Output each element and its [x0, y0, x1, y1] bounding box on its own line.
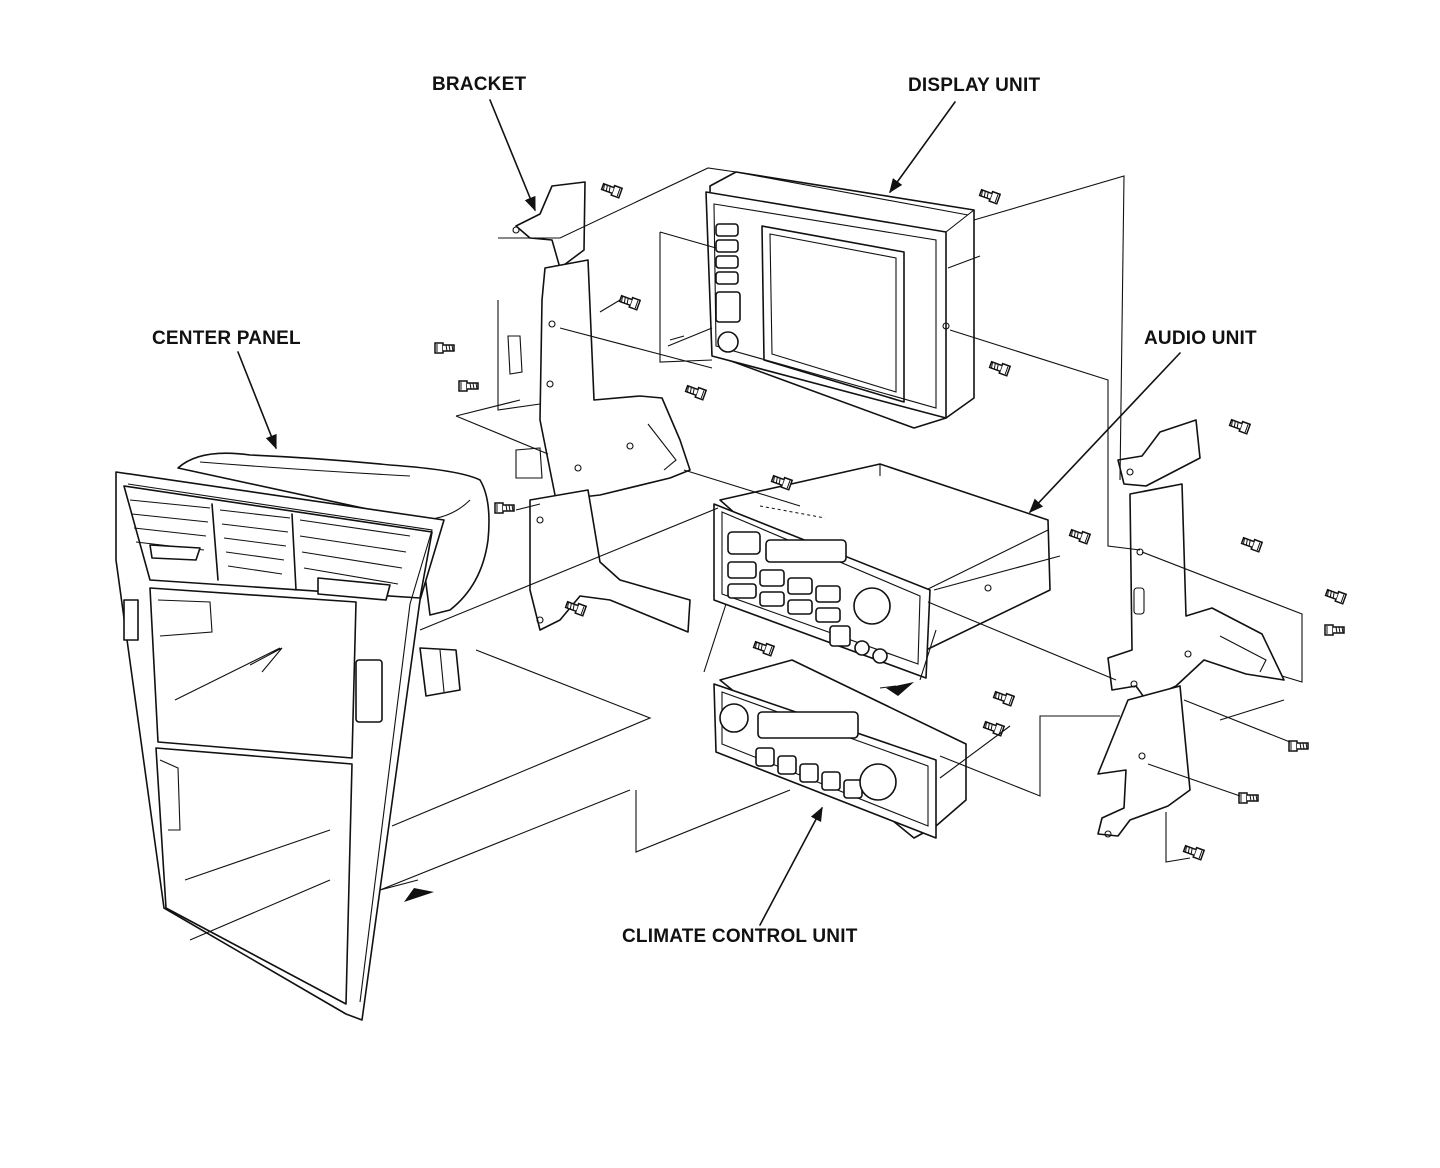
arrow-icon — [886, 682, 914, 696]
screw-icon — [1238, 792, 1259, 804]
climate-control-unit-label: CLIMATE CONTROL UNIT — [622, 926, 858, 947]
screw-icon — [982, 719, 1005, 737]
vent-louvers — [129, 499, 411, 601]
leader-arrows — [237, 99, 1181, 926]
display-unit-label: DISPLAY UNIT — [908, 75, 1041, 96]
audio-unit-label: AUDIO UNIT — [1144, 328, 1257, 349]
screw-icon — [600, 181, 623, 199]
screw-icon — [988, 359, 1011, 377]
assembly-lines — [379, 167, 1303, 902]
audio-unit-leader — [1029, 352, 1181, 514]
screw-icon — [494, 502, 515, 514]
screw-icon — [1182, 843, 1205, 861]
bracket-leader — [489, 99, 536, 212]
climate-control-unit-leader — [759, 806, 823, 926]
climate-control-unit — [713, 659, 967, 839]
arrow-icon — [404, 888, 434, 902]
screw-icon — [618, 293, 641, 311]
center-panel — [115, 452, 490, 1021]
screw-icon — [1068, 527, 1091, 545]
audio-unit — [713, 463, 1051, 679]
screw-icon — [978, 187, 1001, 205]
center-panel-leader — [237, 351, 277, 450]
screw-icon — [752, 639, 775, 657]
display-unit — [705, 171, 975, 429]
display-unit-leader — [889, 101, 956, 194]
bracket-right — [1097, 419, 1285, 838]
screw-icon — [992, 689, 1015, 707]
screw-icon — [1288, 740, 1309, 752]
screw-icon — [1324, 624, 1345, 636]
bracket-label: BRACKET — [432, 74, 527, 95]
screw-icon — [1324, 587, 1347, 605]
bracket-left — [507, 181, 691, 633]
screw-icon — [458, 380, 479, 392]
screw-icon — [1228, 417, 1251, 435]
screw-icon — [684, 383, 707, 401]
screw-icon — [1240, 535, 1263, 553]
screw-icon — [434, 342, 455, 354]
center-panel-label: CENTER PANEL — [152, 328, 301, 349]
